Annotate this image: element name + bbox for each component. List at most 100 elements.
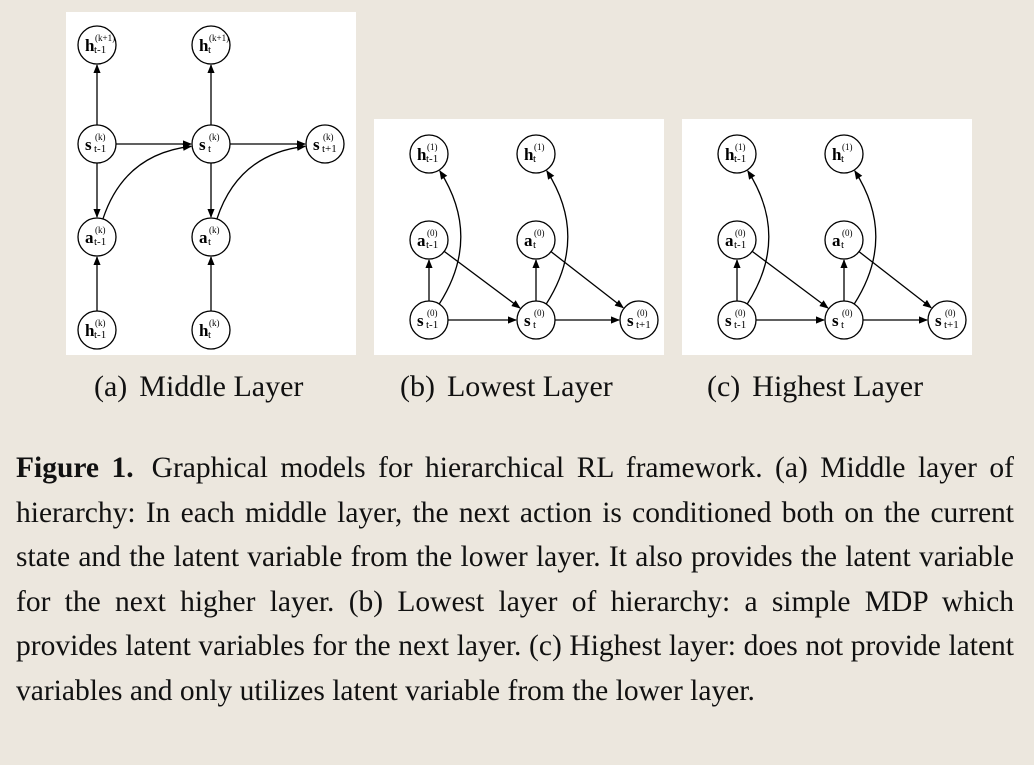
node-variable: h: [199, 321, 209, 340]
node-circle: [824, 300, 864, 340]
node-superscript: (k+1): [209, 33, 229, 43]
node-circle: [824, 134, 864, 174]
node-s_tp1_k: s(k)t+1: [305, 124, 345, 164]
node-subscript: t: [533, 319, 536, 331]
node-superscript: (0): [427, 228, 438, 238]
edge-a_tm1-to-s_t: [751, 250, 829, 309]
node-variable: h: [832, 145, 842, 164]
node-subscript: t+1: [322, 143, 337, 155]
node-subscript: t: [533, 153, 536, 165]
node-subscript: t-1: [94, 329, 106, 341]
node-circle: [409, 300, 449, 340]
node-circle: [191, 310, 231, 350]
node-subscript: t+1: [944, 319, 959, 331]
node-variable: h: [725, 145, 735, 164]
node-superscript: (0): [534, 308, 545, 318]
node-circle: [927, 300, 967, 340]
node-variable: s: [935, 311, 942, 330]
node-variable: a: [524, 231, 533, 250]
node-subscript: t-1: [426, 319, 438, 331]
subcaption-c: (c) Highest Layer: [707, 370, 923, 404]
node-circle: [717, 300, 757, 340]
node-circle: [191, 217, 231, 257]
node-subscript: t: [208, 143, 211, 155]
node-subscript: t: [208, 44, 211, 56]
node-circle: [516, 300, 556, 340]
edge-s_tm1-to-h_tm1: [746, 170, 770, 305]
node-s_t_k: s(k)t: [191, 124, 231, 164]
node-circle: [77, 310, 117, 350]
node-subscript: t-1: [734, 153, 746, 165]
node-a_t: a(0)t: [824, 220, 864, 260]
node-circle: [77, 25, 117, 65]
node-subscript: t-1: [734, 239, 746, 251]
node-h_t_kp1: h(k+1)t: [191, 25, 231, 65]
edge-a_tm1-to-s_t: [443, 250, 521, 309]
node-superscript: (0): [735, 228, 746, 238]
node-superscript: (0): [842, 308, 853, 318]
node-variable: a: [725, 231, 734, 250]
edge-s_t-to-h_t: [853, 170, 877, 305]
node-superscript: (0): [842, 228, 853, 238]
node-superscript: (1): [842, 142, 853, 152]
node-subscript: t: [208, 329, 211, 341]
node-circle: [717, 220, 757, 260]
node-circle: [191, 25, 231, 65]
node-s_tm1: s(0)t-1: [717, 300, 757, 340]
edge-s_t-to-h_t: [545, 170, 569, 305]
node-subscript: t: [841, 319, 844, 331]
caption-text: Graphical models for hierarchical RL fra…: [16, 452, 1014, 707]
node-superscript: (k): [209, 132, 220, 142]
node-variable: s: [199, 135, 206, 154]
edges: [733, 170, 932, 324]
subcaption-b: (b)Lowest Layer: [400, 370, 613, 404]
node-variable: s: [524, 311, 531, 330]
node-subscript: t: [533, 239, 536, 251]
node-superscript: (0): [735, 308, 746, 318]
node-superscript: (1): [427, 142, 438, 152]
edges: [93, 64, 307, 311]
node-a_t_k: a(k)t: [191, 217, 231, 257]
node-subscript: t: [208, 236, 211, 248]
node-a_t: a(0)t: [516, 220, 556, 260]
edge-a_t-to-s_tp1: [550, 251, 624, 309]
node-variable: h: [85, 321, 95, 340]
node-circle: [305, 124, 345, 164]
node-superscript: (k): [95, 225, 106, 235]
subcaption-text: Middle Layer: [139, 370, 304, 403]
node-circle: [619, 300, 659, 340]
node-superscript: (1): [735, 142, 746, 152]
node-h_tm1_kp1: h(k+1)t-1: [77, 25, 117, 65]
caption-label: Figure 1.: [16, 452, 134, 484]
node-superscript: (k): [95, 318, 106, 328]
node-subscript: t-1: [94, 44, 106, 56]
node-subscript: t-1: [94, 143, 106, 155]
node-variable: h: [524, 145, 534, 164]
node-variable: s: [313, 135, 320, 154]
node-h_tm1: h(1)t-1: [409, 134, 449, 174]
node-circle: [409, 220, 449, 260]
node-s_tp1: s(0)t+1: [927, 300, 967, 340]
node-superscript: (1): [534, 142, 545, 152]
node-variable: a: [199, 228, 208, 247]
node-subscript: t-1: [426, 153, 438, 165]
node-variable: s: [725, 311, 732, 330]
node-subscript: t-1: [734, 319, 746, 331]
node-circle: [409, 134, 449, 174]
subcaption-text: Highest Layer: [752, 370, 924, 403]
node-variable: h: [199, 36, 209, 55]
node-a_tm1_k: a(k)t-1: [77, 217, 117, 257]
node-variable: a: [85, 228, 94, 247]
node-h_t: h(1)t: [824, 134, 864, 174]
subcaption-text: Lowest Layer: [446, 370, 613, 403]
node-h_t: h(1)t: [516, 134, 556, 174]
node-variable: h: [417, 145, 427, 164]
subcaption-label: (c): [707, 370, 741, 403]
edge-a_t-to-s_tp1: [858, 251, 932, 309]
